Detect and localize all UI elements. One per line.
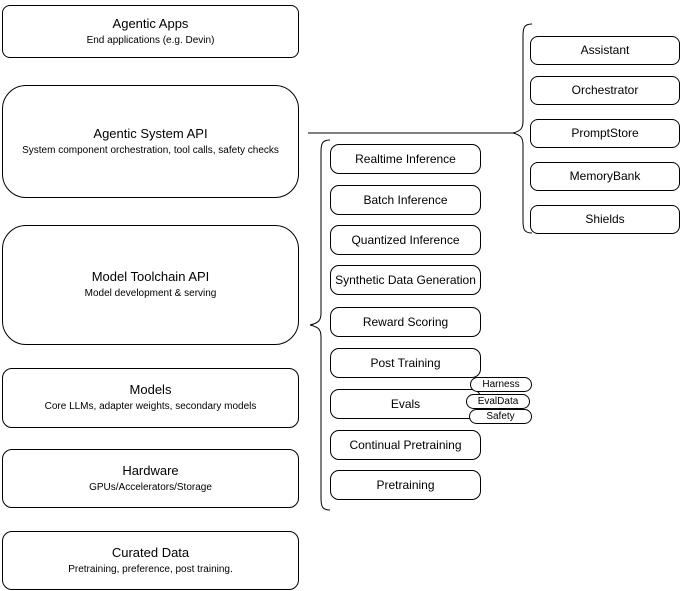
node-title: Curated Data bbox=[111, 544, 190, 560]
node-label: Post Training bbox=[370, 355, 441, 370]
node-memorybank: MemoryBank bbox=[530, 162, 680, 191]
node-title: Hardware bbox=[122, 462, 179, 478]
node-label: Continual Pretraining bbox=[349, 437, 462, 452]
node-promptstore: PromptStore bbox=[530, 119, 680, 148]
node-realtime-inference: Realtime Inference bbox=[330, 144, 481, 174]
node-shields: Shields bbox=[530, 205, 680, 234]
node-label: Reward Scoring bbox=[362, 314, 449, 329]
node-subtitle: End applications (e.g. Devin) bbox=[86, 34, 215, 46]
node-subtitle: GPUs/Accelerators/Storage bbox=[89, 481, 212, 493]
node-title: Models bbox=[129, 382, 172, 398]
node-label: Quantized Inference bbox=[351, 232, 460, 247]
node-pretraining: Pretraining bbox=[330, 470, 481, 500]
node-subtitle: Core LLMs, adapter weights, secondary mo… bbox=[44, 401, 257, 413]
node-post-training: Post Training bbox=[330, 348, 481, 378]
node-continual-pretraining: Continual Pretraining bbox=[330, 430, 481, 460]
node-label: Orchestrator bbox=[571, 83, 639, 98]
toolchain-brace bbox=[309, 139, 331, 511]
node-synthetic-data-generation: Synthetic Data Generation bbox=[330, 265, 481, 295]
node-reward-scoring: Reward Scoring bbox=[330, 307, 481, 337]
node-label: PromptStore bbox=[571, 126, 639, 141]
node-title: Agentic System API bbox=[93, 125, 208, 141]
node-label: Evals bbox=[390, 396, 421, 411]
node-label: Pretraining bbox=[376, 477, 435, 492]
node-orchestrator: Orchestrator bbox=[530, 76, 680, 105]
node-evals-tag-evaldata: EvalData bbox=[466, 394, 530, 409]
node-label: MemoryBank bbox=[569, 169, 641, 184]
node-label: Assistant bbox=[580, 43, 630, 58]
node-subtitle: System component orchestration, tool cal… bbox=[22, 144, 279, 156]
node-quantized-inference: Quantized Inference bbox=[330, 225, 481, 255]
node-model-toolchain-api: Model Toolchain API Model development & … bbox=[2, 225, 299, 345]
node-label: Realtime Inference bbox=[355, 151, 456, 166]
node-hardware: Hardware GPUs/Accelerators/Storage bbox=[2, 449, 299, 508]
node-batch-inference: Batch Inference bbox=[330, 185, 481, 215]
node-subtitle: Model development & serving bbox=[84, 288, 217, 300]
node-agentic-system-api: Agentic System API System component orch… bbox=[2, 85, 299, 198]
node-models: Models Core LLMs, adapter weights, secon… bbox=[2, 368, 299, 428]
node-assistant: Assistant bbox=[530, 36, 680, 65]
node-label: Shields bbox=[585, 212, 625, 227]
node-label: Synthetic Data Generation bbox=[335, 272, 476, 287]
node-subtitle: Pretraining, preference, post training. bbox=[68, 563, 233, 575]
node-evals-tag-harness: Harness bbox=[470, 377, 532, 392]
node-agentic-apps: Agentic Apps End applications (e.g. Devi… bbox=[2, 5, 299, 58]
node-title: Agentic Apps bbox=[112, 15, 189, 31]
node-curated-data: Curated Data Pretraining, preference, po… bbox=[2, 531, 299, 590]
node-evals-tag-safety: Safety bbox=[469, 409, 532, 424]
node-evals: Evals bbox=[330, 389, 481, 419]
node-title: Model Toolchain API bbox=[91, 269, 210, 285]
node-label: Batch Inference bbox=[363, 192, 448, 207]
